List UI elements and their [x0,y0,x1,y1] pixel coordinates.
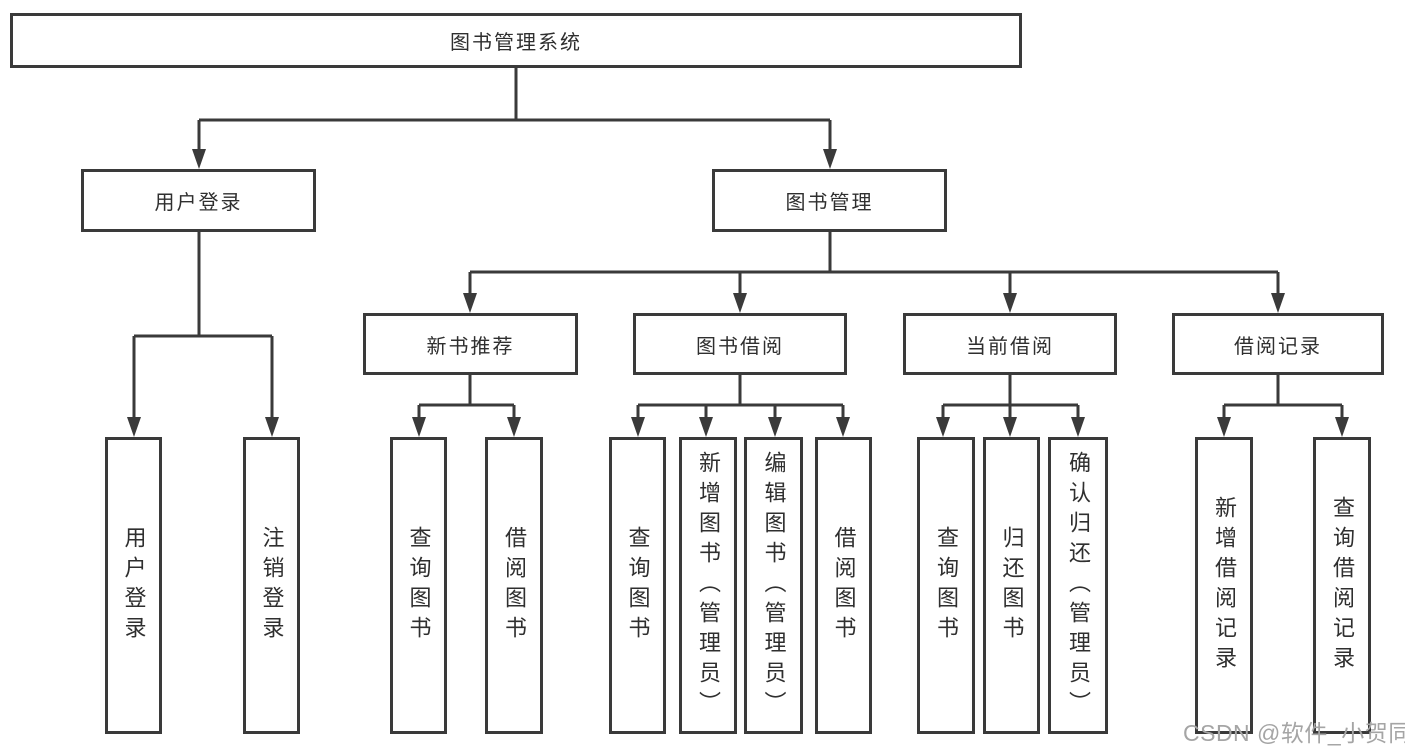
node-current-borrow: 当前借阅 [903,313,1117,375]
arrow-leaf-logout [265,417,279,437]
arrow-leaf-query-borrow [631,417,645,437]
arrow-leaf-confirm-return [1071,417,1085,437]
node-borrow-records-label: 借阅记录 [1234,335,1322,358]
leaf-confirm-return-admin: 确认归还（管理员） [1048,437,1108,734]
arrow-leaf-add-book [699,417,713,437]
arrow-leaf-edit-book [768,417,782,437]
node-book-borrow: 图书借阅 [633,313,847,375]
leaf-query-books-current-label: 查询图书 [934,525,959,646]
arrow-leaf-query-recommend [412,417,426,437]
arrow-leaf-query-current [936,417,950,437]
arrow-leaf-return-book [1003,417,1017,437]
csdn-watermark: CSDN @软件_小贺同学 [1183,720,1405,746]
node-current-borrow-label: 当前借阅 [966,335,1054,358]
leaf-borrow-books-borrow: 借阅图书 [815,437,872,734]
leaf-edit-book-admin-label: 编辑图书（管理员） [761,450,787,721]
node-new-book-recommend: 新书推荐 [363,313,578,375]
leaf-query-borrow-record: 查询借阅记录 [1313,437,1371,734]
leaf-return-book: 归还图书 [983,437,1040,734]
leaf-query-books-borrow: 查询图书 [609,437,666,734]
arrow-leaf-query-record [1335,417,1349,437]
arrow-borrow-records [1271,293,1285,313]
node-book-management: 图书管理 [712,169,947,232]
leaf-confirm-return-admin-label: 确认归还（管理员） [1066,450,1091,721]
leaf-edit-book-admin: 编辑图书（管理员） [744,437,803,734]
leaf-query-books-recommend-label: 查询图书 [406,525,432,646]
arrowheads [127,149,1349,437]
arrow-leaf-borrow-book [836,417,850,437]
node-user-login: 用户登录 [81,169,316,232]
node-new-book-recommend-label: 新书推荐 [426,335,515,358]
leaf-borrow-books-recommend: 借阅图书 [485,437,543,734]
arrow-book-borrow [733,293,747,313]
leaf-add-book-admin: 新增图书（管理员） [679,437,737,734]
leaf-user-login-label: 用户登录 [121,525,147,646]
arrow-leaf-add-record [1217,417,1231,437]
node-root-label: 图书管理系统 [450,32,582,54]
leaf-query-borrow-record-label: 查询借阅记录 [1330,495,1355,676]
node-user-login-label: 用户登录 [154,192,243,214]
node-book-borrow-label: 图书借阅 [696,335,784,358]
leaf-logout: 注销登录 [243,437,300,734]
arrow-new-book-recommend [463,293,477,313]
leaf-query-books-borrow-label: 查询图书 [625,525,651,646]
leaf-user-login: 用户登录 [105,437,162,734]
leaf-query-books-current: 查询图书 [917,437,975,734]
leaf-add-book-admin-label: 新增图书（管理员） [696,450,721,721]
leaf-add-borrow-record: 新增借阅记录 [1195,437,1253,734]
arrow-leaf-borrow-recommend [507,417,521,437]
node-borrow-records: 借阅记录 [1172,313,1384,375]
arrow-user-login [192,149,206,169]
leaf-borrow-books-borrow-label: 借阅图书 [831,525,857,646]
leaf-return-book-label: 归还图书 [999,525,1025,646]
arrow-current-borrow [1003,293,1017,313]
leaf-add-borrow-record-label: 新增借阅记录 [1212,495,1237,676]
leaf-borrow-books-recommend-label: 借阅图书 [502,525,527,646]
arrow-book-management [823,149,837,169]
node-book-management-label: 图书管理 [785,192,874,214]
arrow-leaf-user-login [127,417,141,437]
node-root: 图书管理系统 [10,13,1022,68]
leaf-query-books-recommend: 查询图书 [390,437,447,734]
leaf-logout-label: 注销登录 [259,525,285,646]
